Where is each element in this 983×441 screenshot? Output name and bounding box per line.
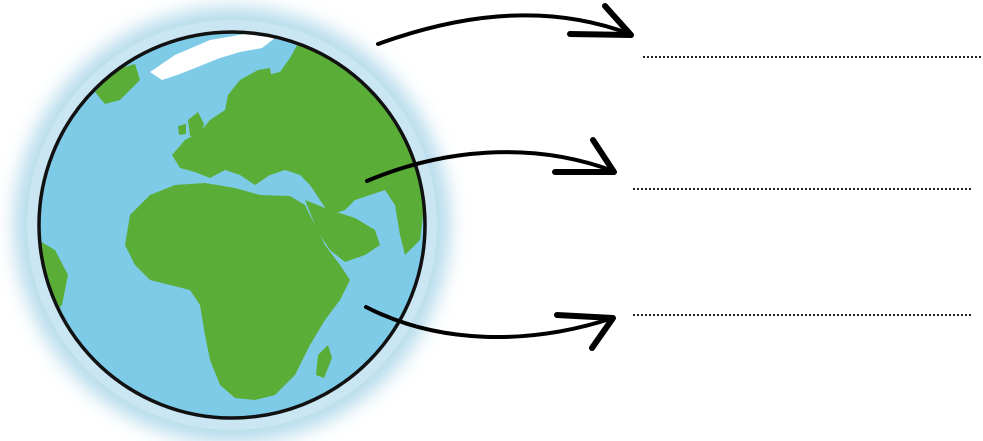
answer-line-2[interactable]	[633, 186, 971, 190]
arrow-1-shaft	[378, 15, 630, 44]
curved-arrow-icon	[378, 6, 631, 44]
answer-line-1[interactable]	[643, 54, 981, 58]
earth-globe-icon	[14, 7, 450, 441]
answer-line-3[interactable]	[633, 312, 971, 316]
